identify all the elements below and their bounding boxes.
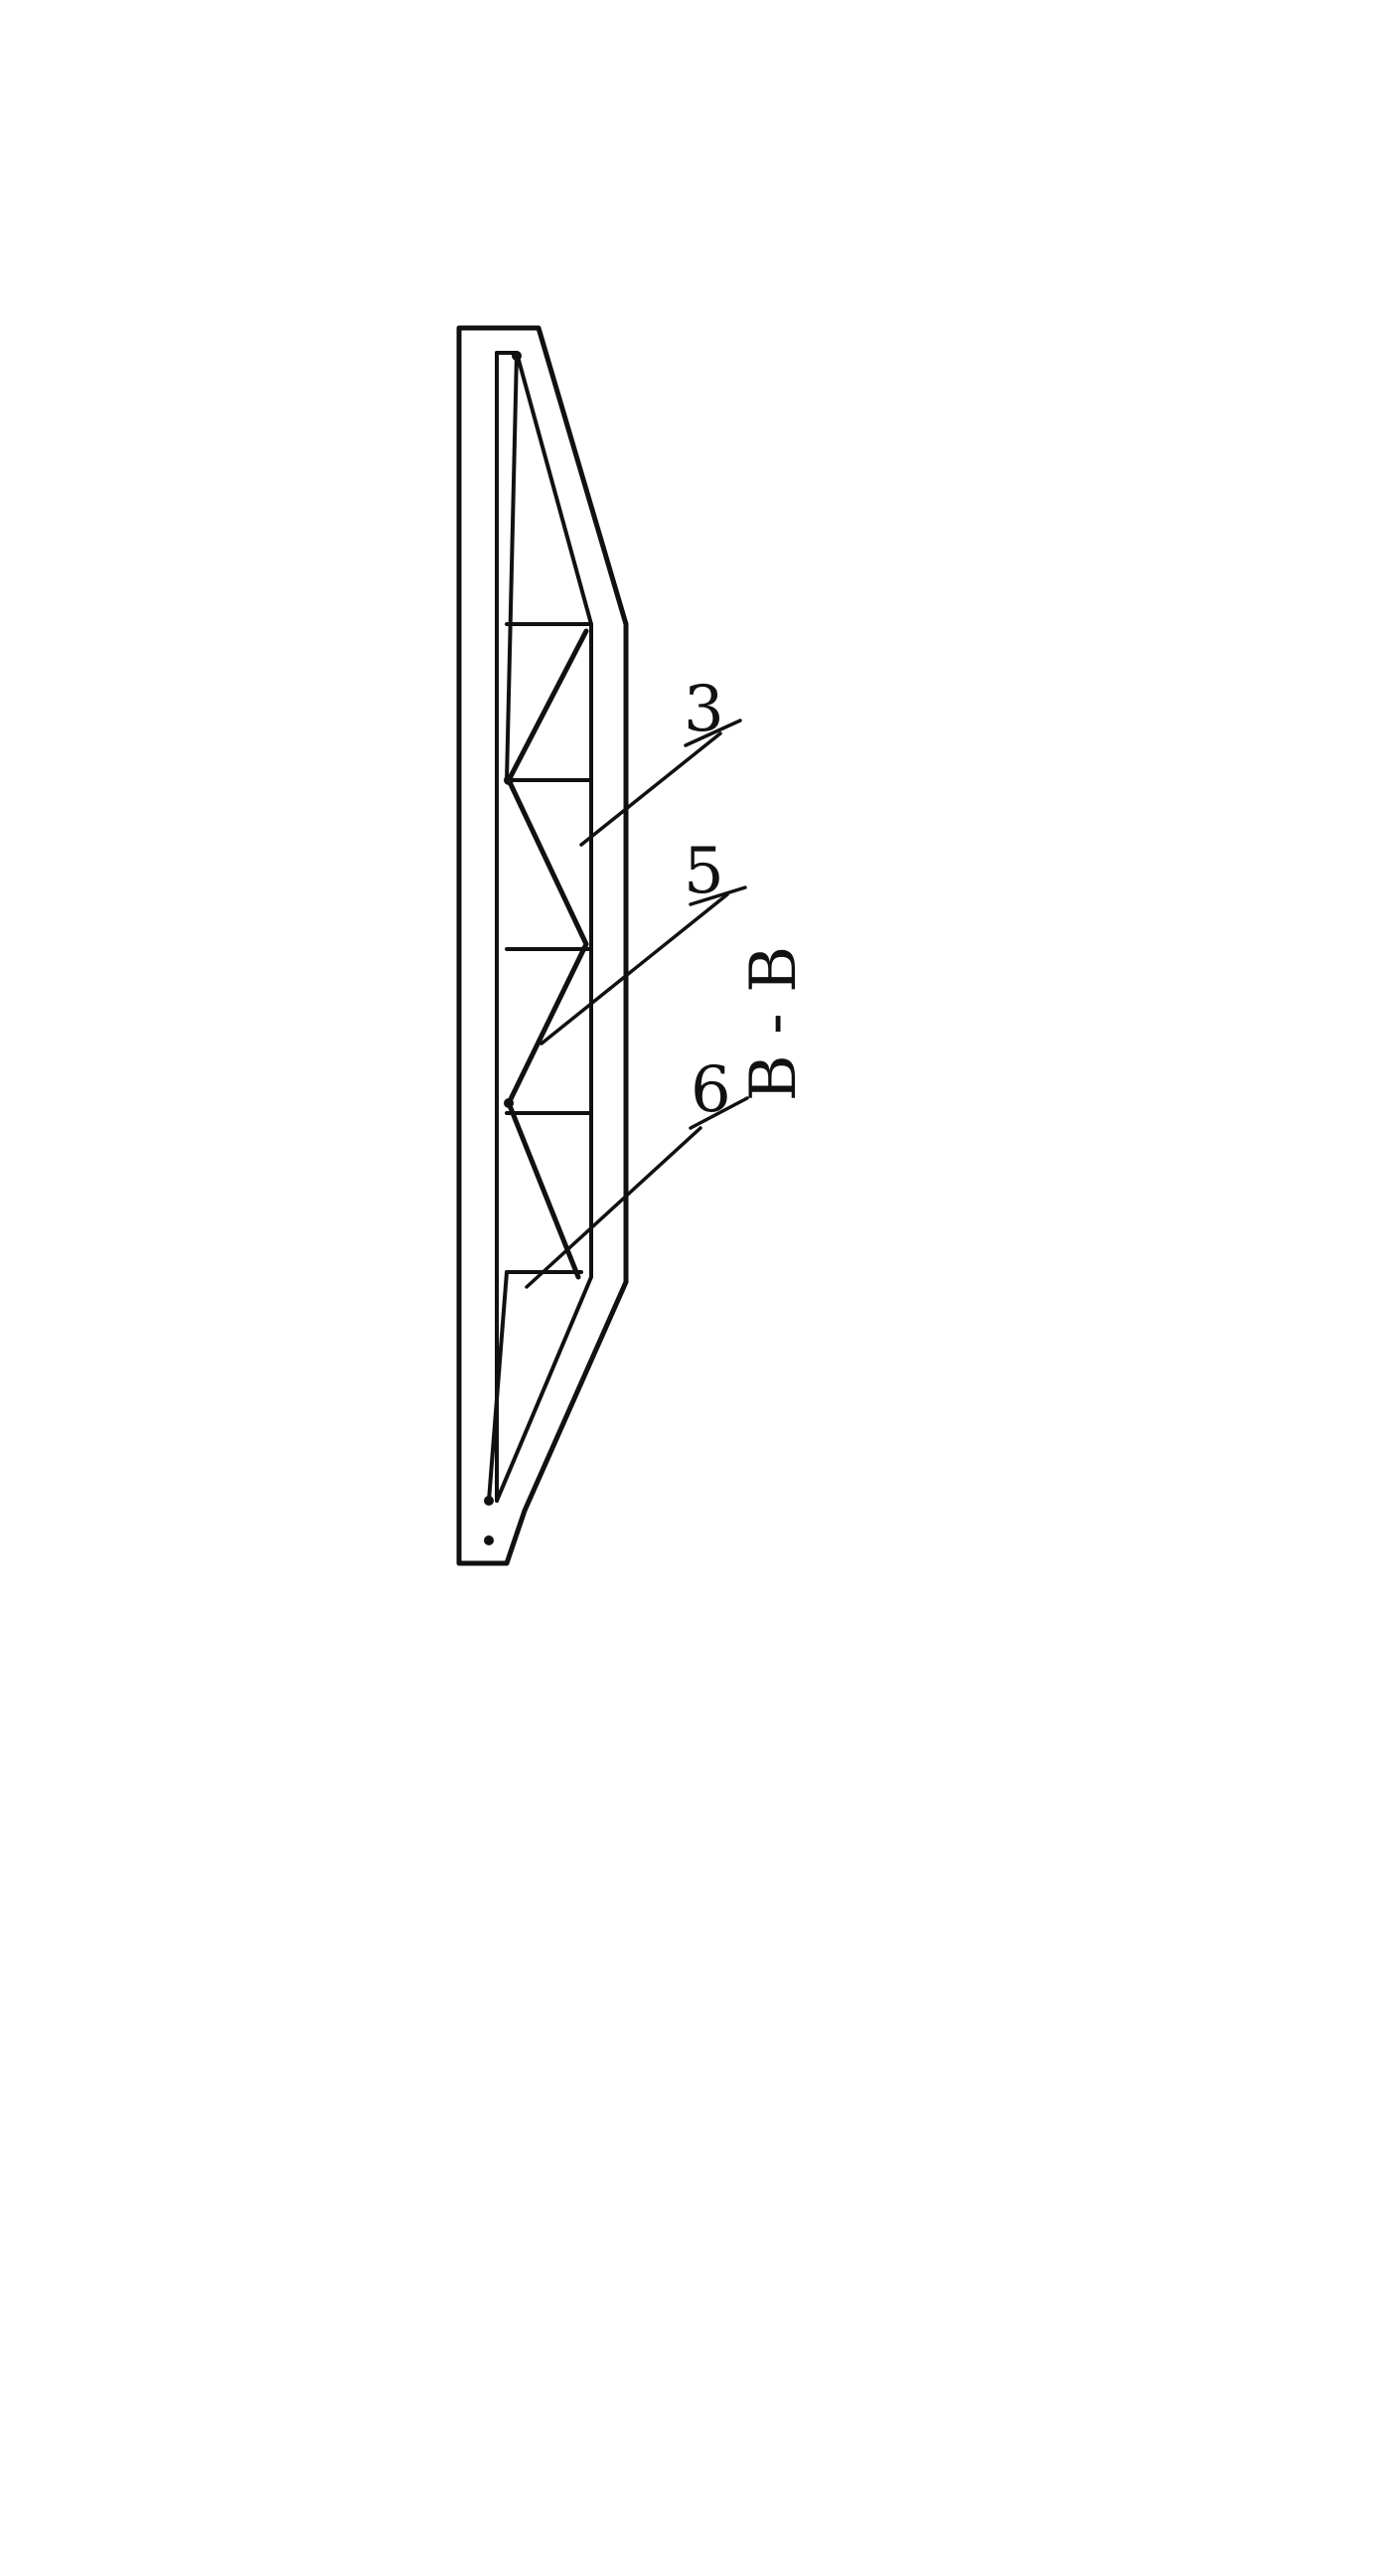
bottom-diagonal <box>487 1270 509 1503</box>
leader-line-3 <box>579 731 722 847</box>
truss-ribs <box>505 622 593 1274</box>
callout-5: 5 <box>684 835 724 908</box>
section-body-outline <box>456 325 629 1566</box>
section-label: B - B <box>737 946 811 1101</box>
leader-line-6 <box>525 1126 702 1289</box>
callout-6: 6 <box>691 1053 731 1127</box>
top-diagonal <box>505 351 519 782</box>
callout-3: 3 <box>684 673 724 746</box>
leader-line-5 <box>540 892 729 1046</box>
truss-web <box>506 628 589 1280</box>
truss-nodes <box>484 351 522 1545</box>
